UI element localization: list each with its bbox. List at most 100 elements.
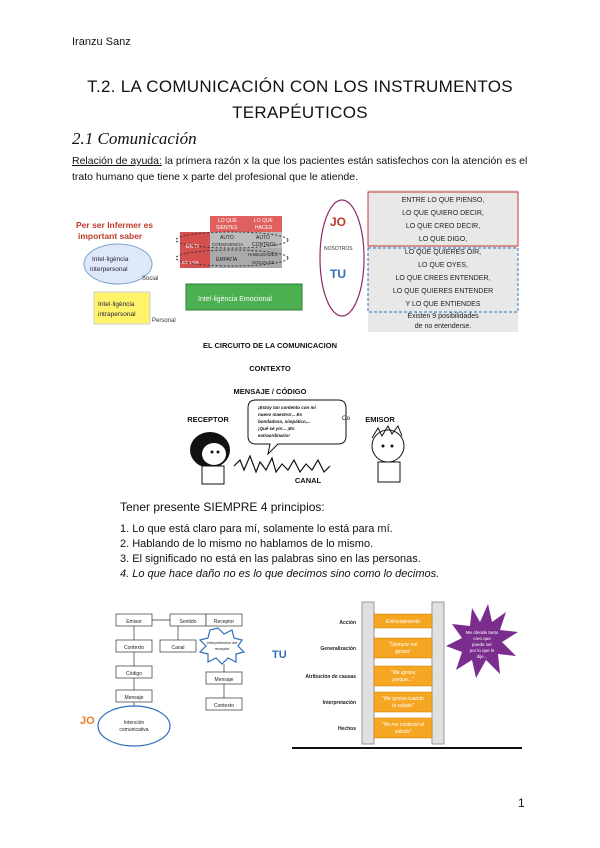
phrase-3: LO QUE CREO DECIR, <box>406 223 480 230</box>
level-hechos: Hechos <box>338 726 356 732</box>
ladder-step <box>373 637 433 659</box>
intention-ellipse <box>97 705 171 747</box>
flow-box-codigo: Código <box>126 671 142 677</box>
intrapersonal-label-2: intrapersonal <box>98 311 136 318</box>
bubble-line-2: nuevo maestro!... Es <box>258 412 303 417</box>
top-cell-2-label-2: HACES <box>255 225 273 231</box>
level-interpretacion: Interpretación <box>323 700 356 706</box>
mid-cell-2-label-2: CONTROL <box>252 242 277 248</box>
low-cell-2-label-1: HABILIDADES <box>248 252 278 257</box>
step-3-text-1: "Me ignora <box>391 670 415 676</box>
top-cell-1-label-2: SIENTES <box>216 225 238 231</box>
phrase-5: LO QUE QUIERES OIR, <box>405 249 481 256</box>
flow-box-intencion-1: Intención <box>124 720 145 726</box>
step-5-text-1: "No me contestó el <box>382 722 425 728</box>
top-cell-1-label-1: LO QUE <box>218 218 238 224</box>
flow-box-interpretacion-1: Interpretación del <box>207 640 238 645</box>
emotional-box <box>185 283 303 311</box>
flow-box-receptor: Receptor <box>214 619 235 625</box>
speech-bubble <box>247 399 347 456</box>
title-line-1: T.2. LA COMUNICACIÓN CON LOS INSTRUMENTO… <box>87 77 513 96</box>
flow-box-mensaje: Mensaje <box>125 695 144 701</box>
bubble-line-5: extraordinario! <box>258 433 290 438</box>
level-atribucion: Atribución de causas <box>305 674 356 680</box>
flow-box-contexto-2: Contexto <box>214 703 234 709</box>
phrase-7: LO QUE CREES ENTENDER, <box>396 275 491 282</box>
phrase-9: Y LO QUE ENTIENDES <box>406 301 481 308</box>
communication-circuit-figure: EL CIRCUITO DE LA COMUNICACION CONTEXTO … <box>187 341 405 485</box>
message-label: MENSAJE / CÓDIGO <box>234 387 307 396</box>
step-1-text: Enfrentamiento <box>386 619 420 625</box>
flow-box-canal: Canal <box>171 645 184 651</box>
phrase-8: LO QUE QUIERES ENTENDER <box>393 288 493 295</box>
principle-item: 4. Lo que hace daño no es lo que decimos… <box>120 568 440 580</box>
phrases-jo-frame <box>367 191 519 247</box>
principles-list: 1. Lo que está claro para mí, solamente … <box>120 522 439 582</box>
phrase-1: ENTRE LO QUE PIENSO, <box>402 197 485 204</box>
phrases-tu-frame <box>367 247 519 313</box>
section-heading: 2.1 Comunicación <box>72 129 197 148</box>
bubble-line-1: ¡Estoy tan contento con mi <box>258 405 317 410</box>
dashed-ellipse-bottom <box>175 249 289 267</box>
low-cell-1-label: EMPATÍA <box>216 256 238 263</box>
intro-paragraph: Relación de ayuda: la primera razón x la… <box>72 153 532 185</box>
flow-box-sentido: Sentido <box>180 619 197 625</box>
thought-star <box>446 604 518 678</box>
ladder-step <box>373 613 433 629</box>
interpersonal-label-2: interpersonal <box>90 266 128 273</box>
side-label-2: EN LOS <box>182 260 199 265</box>
communication-flow-figure: Emisor Contexto Código Mensaje Intención… <box>80 613 287 747</box>
receptor-character <box>190 432 230 485</box>
title-line-2: TERAPÉUTICOS <box>232 103 368 122</box>
level-generalizacion: Generalización <box>320 646 356 652</box>
phrases-footer-2: de no entenderse. <box>415 323 471 330</box>
principles-heading: Tener presente SIEMPRE 4 principios: <box>120 500 325 514</box>
ladder-step <box>373 691 433 713</box>
step-4-text-2: la saludo" <box>392 703 414 709</box>
principle-item: 3. El significado no está en las palabra… <box>120 553 421 565</box>
top-cell-1 <box>210 216 246 232</box>
mid-cell-2 <box>246 232 282 248</box>
top-cell-2-label-1: LO QUE <box>254 218 274 224</box>
flow-box-intencion-2: comunicativa <box>119 727 148 733</box>
context-label: CONTEXTO <box>249 364 291 373</box>
step-3-text-2: porque..." <box>391 677 414 683</box>
level-accion: Acción <box>339 620 356 626</box>
interpersonal-bubble <box>83 243 153 285</box>
nosotros-label: NOSOTROS <box>324 246 353 252</box>
social-label: Social <box>142 276 158 282</box>
personal-label: Personal <box>152 318 176 324</box>
principle-item: 2. Hablando de lo mismo no hablamos de l… <box>120 538 374 550</box>
star-line-2: creo que <box>473 636 491 641</box>
phrase-2: LO QUE QUIERO DECIR, <box>402 210 484 217</box>
mid-cell-1-label-1: AUTO <box>220 235 234 241</box>
paragraph-term: Relación de ayuda: <box>72 155 162 167</box>
star-line-5: dije... <box>477 654 488 659</box>
channel-label: CANAL <box>295 476 322 485</box>
dashed-ellipse-top <box>175 231 289 249</box>
fig1-headline-1: Per ser Infermer es <box>76 220 153 230</box>
paragraph-text: la primera razón x la que los pacientes … <box>72 155 528 183</box>
flow-tu-label: TU <box>272 649 287 661</box>
flow-box-interpretacion-2: receptor <box>215 646 230 651</box>
tu-label: TU <box>330 267 346 281</box>
flow-jo-label: JO <box>80 715 95 727</box>
principle-item: 1. Lo que está claro para mí, solamente … <box>120 523 393 535</box>
fig1-headline-2: important saber <box>78 231 143 241</box>
ladder-step <box>373 717 433 739</box>
step-4-text-1: "Me ignora cuando <box>382 696 424 702</box>
low-cell-1 <box>210 248 246 268</box>
ladder-rail-right <box>431 601 445 745</box>
bubble-line-4: ¡Qué sé yo!... ¡Es <box>258 426 295 431</box>
interpretation-burst <box>198 627 246 665</box>
star-line-1: Me ofende tanto <box>466 630 499 635</box>
flow-box-mensaje-2: Mensaje <box>215 677 234 683</box>
mid-cell-2-label-1: AUTO <box>256 235 270 241</box>
author-name: Iranzu Sanz <box>72 36 131 48</box>
bubble-line-3: bondadoso, simpático,... <box>258 419 311 424</box>
intrapersonal-box <box>93 291 151 325</box>
side-label-1: EN TI <box>186 244 199 250</box>
phrases-panel <box>368 190 518 332</box>
emisor-character: Oo <box>342 416 405 483</box>
flow-box-emisor: Emisor <box>126 619 142 625</box>
